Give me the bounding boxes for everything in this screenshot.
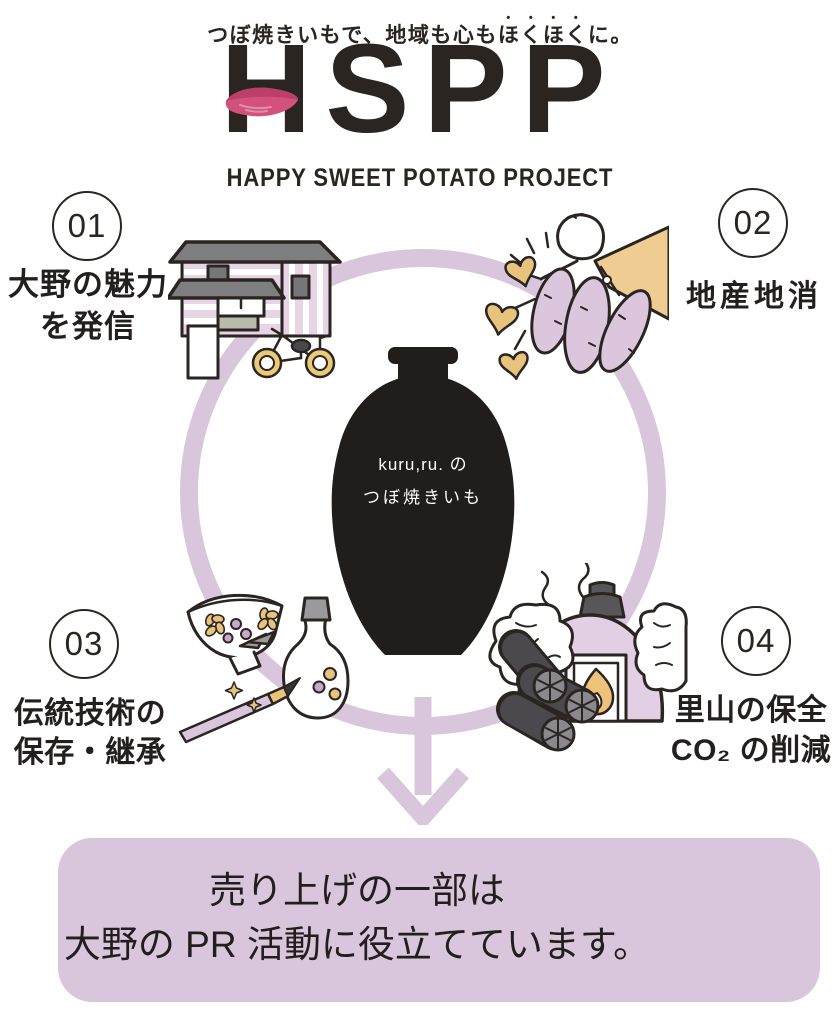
footer-message-line2: 大野の PR 活動に役立てています。 [63, 924, 651, 965]
pot-label-brand: kuru,ru. の [378, 455, 468, 474]
logo-subtitle: HAPPY SWEET POTATO PROJECT [226, 164, 614, 192]
label-03: 伝統技術の 保存・継承 [0, 694, 182, 772]
tea-bowl-vase-and-brush-illustration [178, 593, 350, 744]
brush-icon [178, 692, 275, 744]
number-badge-02: 02 [718, 188, 788, 258]
label-03-line2: 保存・継承 [13, 736, 167, 769]
label-03-line1: 伝統技術の [13, 697, 167, 730]
label-01-line1: 大野の魅力 [8, 267, 168, 302]
hand-holding-sweet-potatoes-illustration [485, 213, 669, 381]
footer-message-line1: 売り上げの一部は [209, 870, 505, 911]
tagline-text: つぼ焼きいもで、地域も心も [207, 24, 498, 47]
number-badge-03: 03 [49, 609, 119, 679]
charcoal-kiln-illustration [488, 563, 688, 752]
tagline-end-text: に。 [587, 24, 633, 47]
charcoal-logs-icon [496, 629, 600, 752]
tagline-emphasized-text: ほくほく [497, 24, 588, 47]
footer-message: 売り上げの一部は 大野の PR 活動に役立てています。 [58, 864, 656, 972]
tagline: つぼ焼きいもで、地域も心もほくほくに。 [0, 12, 840, 49]
label-01: 大野の魅力 を発信 [0, 264, 178, 348]
number-badge-01: 01 [52, 191, 122, 261]
label-04-line2: CO₂ の削減 [670, 734, 832, 767]
hspp-logo: HSPP [220, 18, 620, 159]
number-badge-04: 04 [721, 606, 791, 676]
down-arrow-icon [377, 697, 469, 825]
sweet-potato-slice-icon [225, 87, 298, 117]
smoke-icon [540, 563, 590, 609]
footer-message-box [58, 838, 820, 1002]
label-02: 地産地消 [656, 271, 840, 315]
label-04: 里山の保全 CO₂ の削減 [656, 691, 840, 771]
label-02-line1: 地産地消 [686, 280, 822, 313]
house-and-bicycle-illustration [168, 240, 342, 380]
label-04-line1: 里山の保全 [674, 694, 828, 727]
pot-label-product: つぼ焼きいも [363, 488, 483, 507]
label-01-line2: を発信 [40, 309, 136, 344]
tsubo-pot-illustration [331, 347, 515, 655]
